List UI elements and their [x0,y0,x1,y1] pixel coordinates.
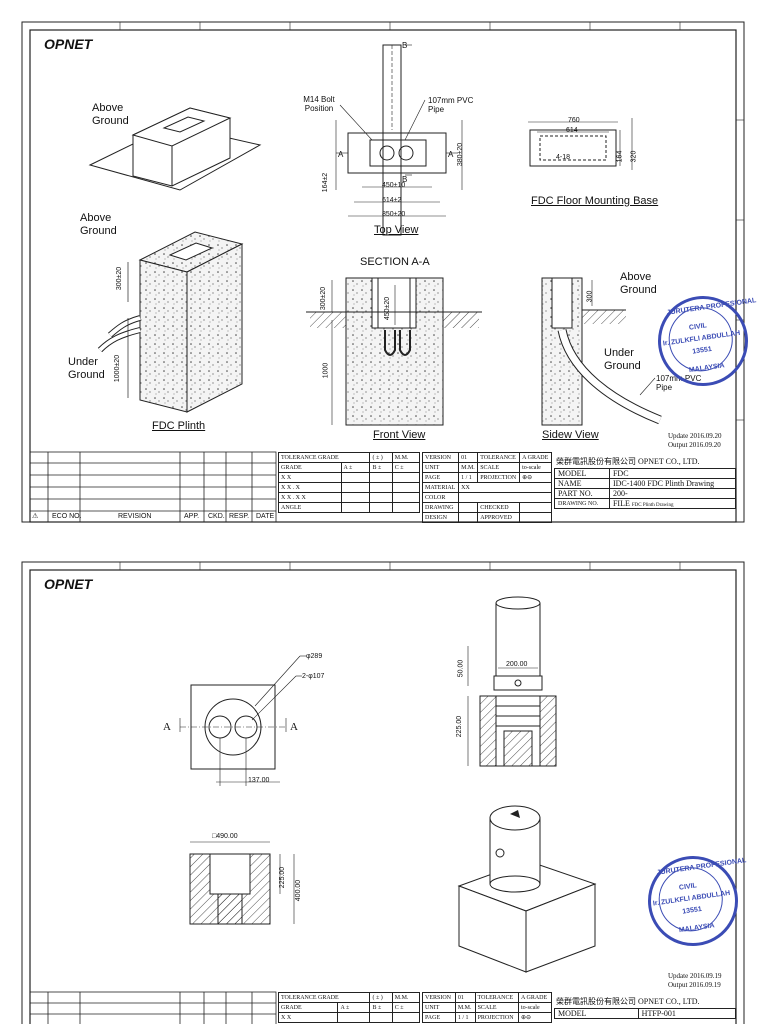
caption-side-view: Sidew View [542,429,599,441]
section-letter-a-left: A [338,150,344,159]
section-letter-a-right-2: A [290,721,298,733]
label-above-ground-3: Above Ground [620,271,657,296]
section-letter-a-right: A [448,150,454,159]
rev-symbol: ⚠ [32,513,39,520]
opnet-logo: OPNET [44,36,93,52]
dim-137: 137.00 [248,777,270,784]
dim-4-18: 4-18 [556,154,571,161]
dim-450: 450±10 [382,182,406,189]
label-under-ground-2: Under Ground [604,347,641,372]
dim-50: 50.00 [457,659,465,678]
dim-164: 164±2 [322,172,330,193]
rev-ckd: CKD. [208,513,225,520]
drawing-sheet-2: OPNET φ289 2-φ107 A A 137.00 200.00 50.0… [0,556,768,1024]
label-above-ground-1: Above Ground [92,102,129,127]
dim-400: 400.00 [295,879,303,902]
dim-614-base: 614 [566,127,578,134]
output-date-2: Output 2016.09.19 [668,981,721,989]
dim-380: 380±20 [457,142,465,167]
company-name-2: 榮群電訊股份有限公司 OPNET CO., LTD. [556,997,700,1006]
dim-320: 320 [630,150,638,163]
rev-date: DATE [256,513,275,520]
caption-front-view: Front View [373,429,426,441]
dim-phi289: φ289 [306,653,323,660]
page-gap [0,530,768,556]
caption-fdc-plinth: FDC Plinth [152,420,206,432]
dim-850: 850±20 [382,211,406,218]
drawing-sheet-1: OPNET Above Ground Above Ground Under Gr… [21,21,757,523]
label-pvc-pipe: 107mm PVC Pipe [428,96,474,114]
dim-200: 200.00 [506,661,528,668]
dim-300-plinth: 300±20 [116,266,124,291]
dim-300-side: 300 [586,290,594,303]
company-name: 榮群電訊股份有限公司 OPNET CO., LTD. [556,457,700,466]
update-date-2: Update 2016.09.19 [668,972,722,980]
dim-225: 225.00 [456,715,464,738]
dim-490: □490.00 [212,833,238,840]
sheet2-linework [21,561,745,1024]
dim-1000-plinth: 1000±20 [114,354,122,383]
opnet-logo-2: OPNET [44,576,93,592]
caption-top-view: Top View [374,224,419,236]
dim-2-phi107: 2-φ107 [302,673,325,680]
caption-fdc-floor-mounting-base: FDC Floor Mounting Base [531,195,659,207]
rev-revision: REVISION [118,513,152,520]
section-letter-b-top: B [402,41,408,50]
dim-1000-section: 1000 [322,362,330,379]
update-date: Update 2016.09.20 [668,432,722,440]
section-letter-a-left-2: A [163,721,171,733]
dim-450-section: 450±20 [384,296,392,321]
label-m14-bolt: M14 Bolt Position [303,95,335,113]
title-section-a-a: SECTION A-A [360,256,430,268]
dim-760: 760 [568,117,580,124]
section-letter-b-bottom: B [402,175,408,184]
output-date: Output 2016.09.20 [668,441,721,449]
rev-app: APP. [184,513,200,520]
dim-225-b: 225.00 [279,866,287,889]
label-above-ground-2: Above Ground [80,212,117,237]
label-pvc-pipe-side: 107mm PVC Pipe [656,374,702,392]
dim-614: 614±2 [382,197,402,204]
dim-300-section: 300±20 [320,286,328,311]
sheet1-linework [21,21,745,523]
dim-164-base: 164 [616,150,624,163]
rev-resp: RESP. [229,513,250,520]
label-under-ground-1: Under Ground [68,356,105,381]
rev-eco-no: ECO NO. [52,513,82,520]
